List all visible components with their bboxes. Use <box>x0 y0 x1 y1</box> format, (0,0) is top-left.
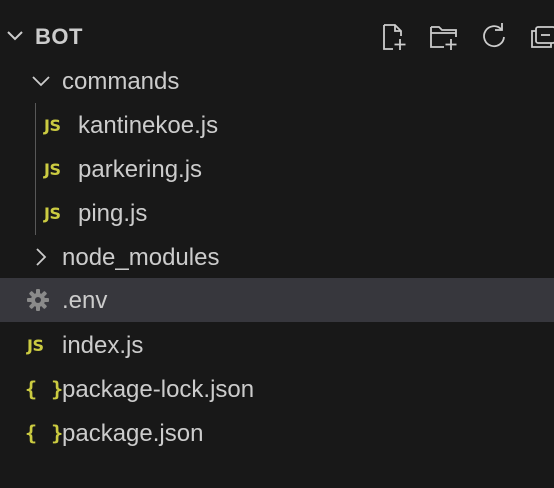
file-label: package-lock.json <box>62 376 255 403</box>
file-label: kantinekoe.js <box>78 112 219 139</box>
refresh-button[interactable] <box>476 20 512 54</box>
new-file-icon <box>383 24 406 50</box>
gear-icon <box>27 289 49 311</box>
json-file-icon: { } <box>25 421 65 445</box>
collapse-all-button[interactable] <box>526 20 554 54</box>
json-file-icon: { } <box>25 377 65 401</box>
indent-guide <box>35 103 36 235</box>
tree-item-env[interactable]: .env <box>0 278 554 322</box>
new-folder-icon <box>430 26 457 50</box>
file-label: package.json <box>62 420 204 447</box>
tree-item-package-json[interactable]: { } package.json <box>0 411 554 455</box>
explorer-actions <box>376 20 554 54</box>
file-label: ping.js <box>78 200 148 227</box>
tree-item-kantinekoe[interactable]: JS kantinekoe.js <box>0 103 554 147</box>
chevron-down-icon[interactable] <box>4 25 26 47</box>
js-file-icon: JS <box>27 336 44 355</box>
js-file-icon: JS <box>44 116 61 135</box>
tree-item-index[interactable]: JS index.js <box>0 323 554 367</box>
collapse-all-icon <box>531 26 554 48</box>
js-file-icon: JS <box>44 204 61 223</box>
tree-item-ping[interactable]: JS ping.js <box>0 191 554 235</box>
file-label: .env <box>62 287 108 314</box>
explorer-header[interactable]: BOT <box>0 14 554 58</box>
tree-item-package-lock[interactable]: { } package-lock.json <box>0 367 554 411</box>
folder-label: commands <box>62 68 180 95</box>
new-folder-button[interactable] <box>426 20 462 54</box>
workspace-title: BOT <box>35 24 83 49</box>
tree-item-node-modules[interactable]: node_modules <box>0 235 554 279</box>
js-file-icon: JS <box>44 160 61 179</box>
chevron-right-icon <box>36 248 47 266</box>
chevron-down-icon <box>32 76 50 87</box>
tree-item-commands-folder[interactable]: commands <box>0 59 554 103</box>
file-label: parkering.js <box>78 156 203 183</box>
folder-label: node_modules <box>62 244 220 271</box>
tree-item-parkering[interactable]: JS parkering.js <box>0 147 554 191</box>
new-file-button[interactable] <box>376 20 412 54</box>
file-label: index.js <box>62 332 144 359</box>
refresh-icon <box>483 23 505 48</box>
